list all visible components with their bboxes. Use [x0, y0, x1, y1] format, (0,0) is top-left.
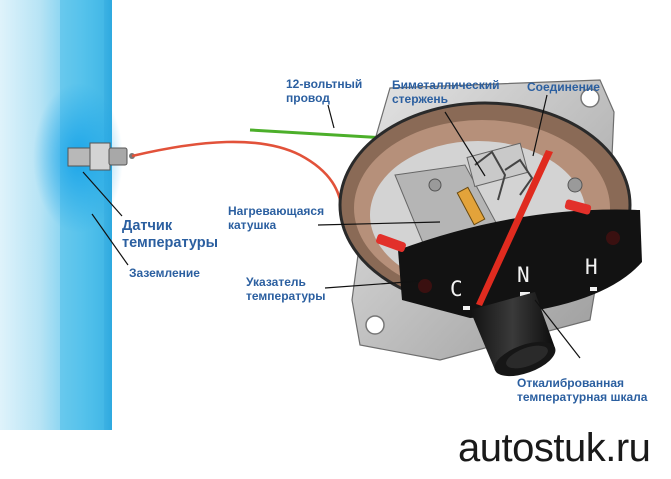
watermark: autostuk.ru	[458, 426, 651, 470]
temperature-sensor	[67, 142, 135, 171]
label-heating-coil: Нагревающаяся катушка	[228, 204, 325, 232]
red-peg-left	[376, 234, 406, 252]
label-ground: Заземление	[129, 266, 200, 280]
leader-lines	[82, 94, 581, 359]
gauge-letter-cold: C	[450, 277, 463, 301]
gauge-dial: C N H	[398, 209, 642, 318]
label-12v-wire: 12-вольтный провод	[286, 77, 363, 105]
red-peg-right	[564, 199, 592, 215]
gauge-cylinder	[470, 292, 556, 377]
engine-wall	[0, 0, 123, 430]
label-bimetal-rod: Биметаллический стержень	[392, 78, 500, 106]
red-wire	[131, 140, 344, 211]
gauge-letter-hot: H	[585, 255, 598, 279]
label-calibrated-scale: Откалиброванная температурная шкала	[517, 376, 648, 404]
bimetal-rod	[456, 150, 534, 226]
label-temperature-pointer: Указатель температуры	[246, 275, 326, 303]
temperature-needle	[476, 150, 553, 306]
label-connection: Соединение	[527, 80, 600, 94]
label-temperature-sensor: Датчик температуры	[122, 218, 219, 251]
gauge-letter-normal: N	[517, 263, 530, 287]
